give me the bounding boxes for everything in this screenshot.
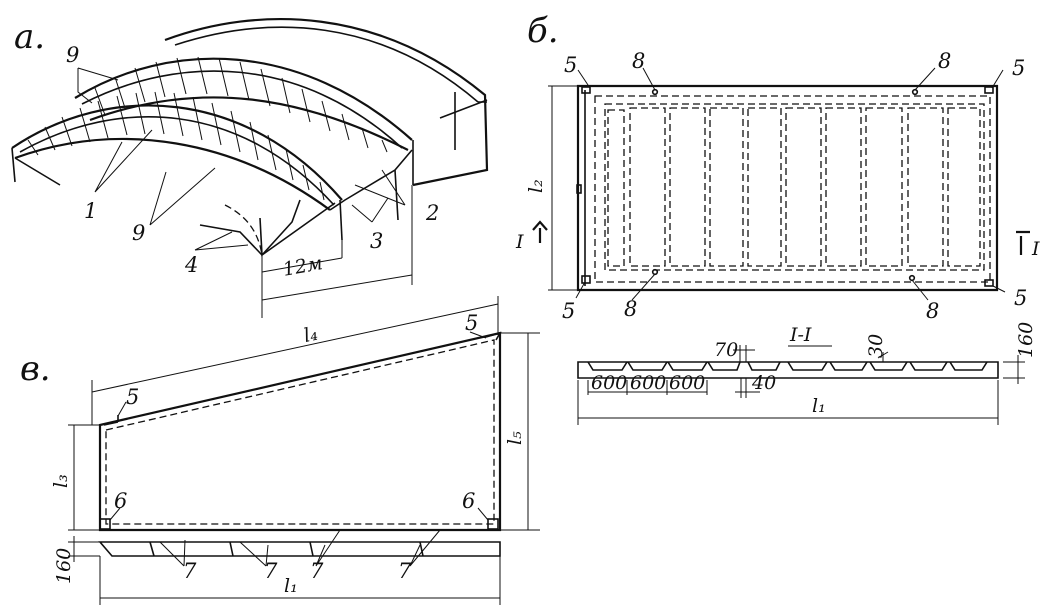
dim-70: 70 <box>714 339 738 361</box>
base-length-l1: l₁ <box>284 575 298 597</box>
point-8-br: 8 <box>926 299 939 323</box>
corner-mark-5-bl: 5 <box>562 299 575 323</box>
span-dimension-12m: 12м <box>281 252 324 281</box>
point-8-tl: 8 <box>632 49 645 73</box>
panel-b-plan: б. l₂ <box>515 11 1040 323</box>
section-title: I-I <box>789 324 812 346</box>
height-label-l2: l₂ <box>525 179 547 193</box>
base-mark-7-2: 7 <box>264 559 278 583</box>
section-mark-left: I <box>515 231 524 253</box>
rib-spacing-600-2: 600 <box>630 372 666 394</box>
corner-mark-5-br: 5 <box>1014 286 1027 310</box>
corner-mark-5-tl: 5 <box>564 53 577 77</box>
corner-mark-5-right: 5 <box>465 311 478 335</box>
callout-2: 2 <box>425 201 439 225</box>
panel-c-label: в. <box>20 349 51 389</box>
top-length-l4: l₄ <box>302 323 320 347</box>
section-i-i: I-I 600 600 600 70 40 30 160 l₁ <box>577 322 1037 425</box>
right-height-l5: l₅ <box>504 431 526 445</box>
dim-40: 40 <box>751 372 776 394</box>
panel-a-label: а. <box>14 17 45 57</box>
mark-6-right: 6 <box>462 489 475 513</box>
section-mark-right: I <box>1031 238 1040 260</box>
callout-1: 1 <box>84 199 97 223</box>
panel-c-trapezoid: в. l₄ l₃ l₅ 160 l₁ 5 5 6 6 <box>20 296 540 605</box>
dim-30: 30 <box>865 334 887 358</box>
base-mark-7-1: 7 <box>183 559 197 583</box>
mark-6-left: 6 <box>114 489 127 513</box>
left-height-l3: l₃ <box>50 474 72 488</box>
callout-4: 4 <box>184 253 198 277</box>
corner-mark-5-tr: 5 <box>1012 56 1025 80</box>
rib-spacing-600-1: 600 <box>591 372 627 394</box>
callout-3: 3 <box>370 229 383 253</box>
callout-9-top: 9 <box>66 43 79 67</box>
base-mark-7-4: 7 <box>398 559 412 583</box>
callout-9-bottom: 9 <box>132 221 145 245</box>
base-mark-7-3: 7 <box>310 559 324 583</box>
base-thickness-160: 160 <box>53 548 75 584</box>
point-8-tr: 8 <box>938 49 951 73</box>
rib-spacing-600-3: 600 <box>669 372 705 394</box>
section-length-l1: l₁ <box>812 395 826 417</box>
panel-b-label: б. <box>527 11 559 51</box>
point-8-bl: 8 <box>624 297 637 321</box>
panel-a-isometric: а. <box>11 17 489 318</box>
section-depth-160: 160 <box>1015 322 1037 358</box>
corner-mark-5-left: 5 <box>126 385 139 409</box>
